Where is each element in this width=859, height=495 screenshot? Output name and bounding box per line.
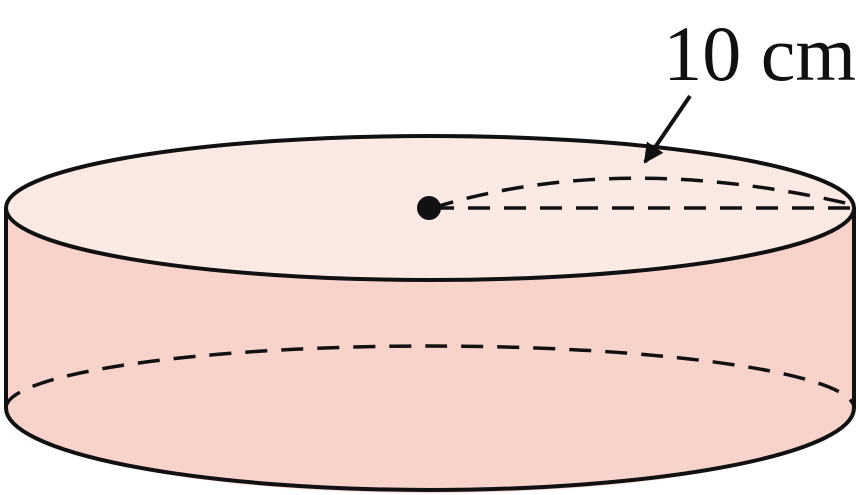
- radius-label: 10 cm: [663, 10, 856, 97]
- cylinder-side: [6, 208, 854, 493]
- label-arrow: [643, 94, 692, 164]
- center-point: [417, 196, 441, 220]
- bottom-hidden-edge: [4, 344, 856, 409]
- bottom-visible-edge: [4, 407, 856, 492]
- rotated-radius-dashed: [431, 176, 855, 210]
